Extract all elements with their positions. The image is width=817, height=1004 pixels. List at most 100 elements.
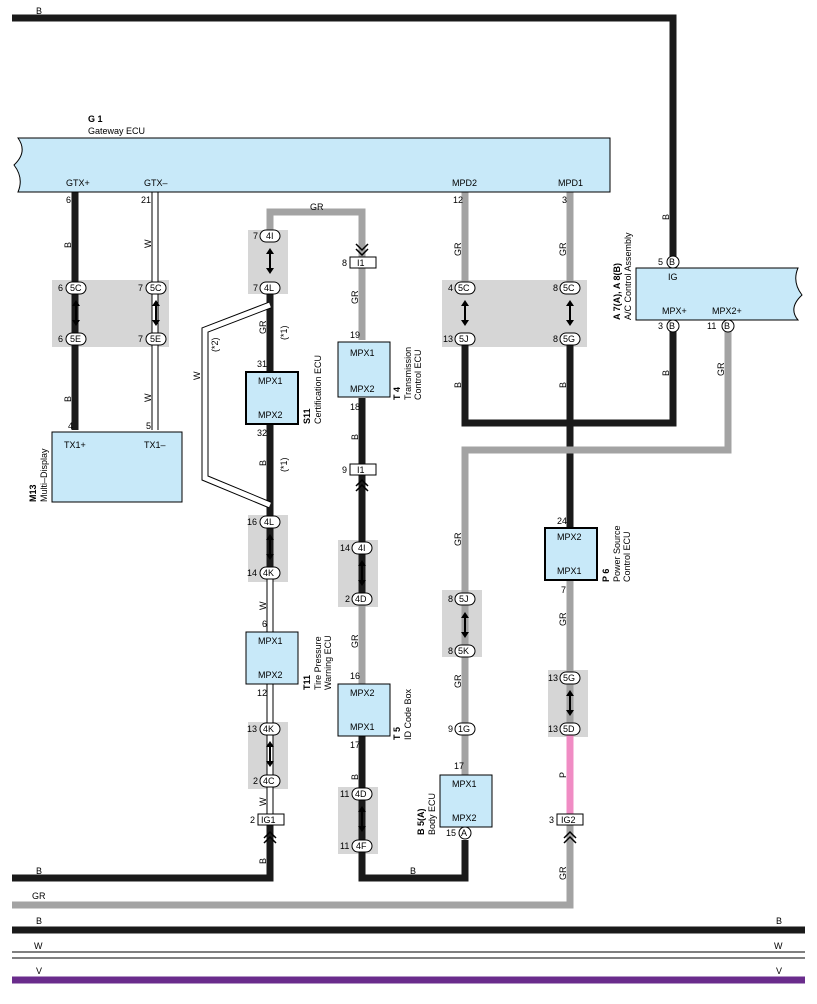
label-44: 3: [549, 815, 554, 825]
note-1b: (*1): [279, 457, 289, 472]
label-26: 2: [345, 594, 350, 604]
connectors: 5C 5E 5C 5E 4I 4L 4L 4K 4K 4C 4I 4D 4D 4…: [65, 229, 735, 853]
t5-pin-mpx1: MPX1: [350, 722, 375, 732]
wl-gr-top: GR: [310, 202, 324, 212]
label-34: 8: [553, 334, 558, 344]
label-39: 15: [446, 828, 456, 838]
label-20: 2: [250, 815, 255, 825]
conn-4l-a: 4L: [264, 283, 274, 293]
label-13: 32: [257, 428, 267, 438]
s11-code: S11: [302, 408, 312, 424]
t11-code: T11: [302, 675, 312, 690]
conn-5c-a: 5C: [70, 283, 82, 293]
gateway-code: G 1: [88, 114, 103, 124]
ac-pin-ig: IG: [668, 272, 678, 282]
wl-gr-t4: GR: [350, 290, 360, 304]
wl-w-ig1: W: [258, 797, 268, 806]
wl-w-bus-r: W: [774, 941, 783, 951]
tire-pressure-ecu-box: [245, 631, 299, 685]
conn-b-2: B: [669, 321, 675, 331]
t5-code: T 5: [392, 727, 402, 740]
conn-1g: 1G: [458, 724, 470, 734]
label-33: 8: [553, 283, 558, 293]
t11-name1: Tire Pressure: [313, 636, 323, 690]
wl-w-md: W: [143, 393, 153, 402]
note-2: (*2): [210, 337, 220, 352]
label-18: 13: [247, 724, 257, 734]
label-22: 19: [350, 330, 360, 340]
label-8: 4: [68, 421, 73, 431]
t4-name2: Control ECU: [413, 349, 423, 400]
t11-name2: Warning ECU: [323, 635, 333, 690]
conn-5g-b: 5G: [563, 673, 575, 683]
label-23: 18: [350, 402, 360, 412]
label-31: 4: [448, 283, 453, 293]
label-0: 6: [66, 195, 71, 205]
wl-p: P: [558, 772, 568, 778]
label-11: 7: [253, 283, 258, 293]
label-40: 24: [557, 516, 567, 526]
conn-5c-b: 5C: [150, 283, 162, 293]
md-code: M13: [28, 484, 38, 502]
label-17: 12: [257, 688, 267, 698]
label-10: 7: [253, 231, 258, 241]
label-41: 7: [561, 585, 566, 595]
wl-b-bus-l: B: [36, 916, 42, 926]
label-32: 13: [443, 334, 453, 344]
t4-pin-mpx2: MPX2: [350, 384, 375, 394]
p6-code: P 6: [601, 569, 611, 582]
wl-gr-5k: GR: [453, 674, 463, 688]
conn-a: A: [461, 828, 467, 838]
p6-pin-mpx2: MPX2: [557, 532, 582, 542]
s11-pin-mpx1: MPX1: [258, 376, 283, 386]
label-4: 6: [58, 283, 63, 293]
certification-ecu-box: [245, 371, 299, 425]
conn-4l-b: 4L: [264, 517, 274, 527]
conn-5j-b: 5J: [459, 594, 469, 604]
pin-numbers: 6 21 12 3 6 6 7 7 4 5 7 7 31 32 16 14 6 …: [58, 195, 716, 851]
t4-code: T 4: [392, 387, 402, 400]
gateway-pin-gtx-plus: GTX+: [66, 178, 90, 188]
wl-b-gtx: B: [63, 242, 73, 248]
conn-4k-a: 4K: [263, 568, 274, 578]
ac-code: A 7(A), A 8(B): [612, 263, 622, 320]
wl-gr-mpd2: GR: [453, 242, 463, 256]
conn-b-3: B: [724, 321, 730, 331]
label-19: 2: [253, 776, 258, 786]
s11-pin-mpx2: MPX2: [258, 410, 283, 420]
wl-b-t5: B: [350, 774, 360, 780]
connector-zones: [52, 230, 588, 854]
wl-w-t11: W: [258, 601, 268, 610]
conn-5e-b: 5E: [150, 334, 161, 344]
conn-5c-c: 5C: [458, 283, 470, 293]
wl-gr-t5: GR: [350, 634, 360, 648]
label-1: 21: [141, 195, 151, 205]
conn-4c: 4C: [263, 776, 275, 786]
body-ecu-box: [439, 774, 493, 828]
label-3: 3: [562, 195, 567, 205]
label-2: 12: [453, 195, 463, 205]
label-29: 11: [340, 789, 349, 799]
wl-gr-mpd1: GR: [558, 242, 568, 256]
multi-display-box: [51, 431, 183, 503]
label-30: 11: [340, 841, 349, 851]
conn-4d-a: 4D: [355, 594, 367, 604]
wl-gr-mpx2: GR: [716, 362, 726, 376]
wl-w-bus-l: W: [34, 941, 43, 951]
id-code-box: [337, 683, 391, 737]
label-42: 13: [548, 673, 558, 683]
ac-name: A/C Control Assembly: [623, 232, 633, 320]
label-15: 14: [247, 568, 257, 578]
label-6: 7: [138, 283, 143, 293]
conn-i1-b: I1: [357, 465, 365, 475]
wl-gr-bl: GR: [32, 891, 46, 901]
wl-b-bus-r: B: [776, 916, 782, 926]
wl-b-mpd2: B: [453, 382, 463, 388]
b5-code: B 5(A): [416, 808, 426, 835]
label-37: 9: [448, 724, 453, 734]
wl-b-t4: B: [350, 434, 360, 440]
p6-name2: Control ECU: [622, 531, 632, 582]
s11-name: Certification ECU: [313, 355, 323, 424]
ac-pin-mpx-plus: MPX+: [662, 306, 687, 316]
